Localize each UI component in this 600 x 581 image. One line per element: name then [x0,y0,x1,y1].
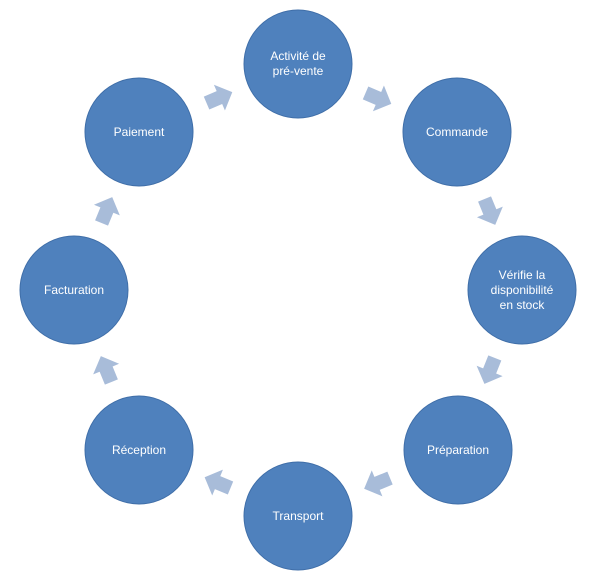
flow-arrow-reception-to-invoicing [93,356,120,385]
flow-arrow-group [476,196,503,225]
node-circle-preparation [403,395,513,505]
node-circle-transport [243,461,353,571]
flow-arrow-group [204,469,234,496]
flow-arrow-group [364,470,393,497]
flow-arrow-stock-check-to-preparation [476,355,503,384]
arrows-layer [93,84,503,497]
node-circle-order [402,77,512,187]
node-circle-reception [84,395,194,505]
flow-arrow-group [203,84,233,111]
node-circle-pre-sale [243,9,353,119]
flow-arrow-group [362,85,392,112]
flow-arrow-payment-to-pre-sale [203,84,233,111]
node-circle-payment [84,77,194,187]
node-circle-invoicing [19,235,129,345]
nodes-layer [19,9,577,571]
flow-arrow-preparation-to-transport [364,470,393,497]
flow-arrow-invoicing-to-payment [93,197,120,226]
flow-arrow-group [476,355,503,384]
flow-arrow-order-to-stock-check [476,196,503,225]
flow-arrow-transport-to-reception [204,469,234,496]
flow-arrow-group [93,197,120,226]
node-circle-stock-check [467,235,577,345]
flow-arrow-pre-sale-to-order [362,85,392,112]
flow-arrow-group [93,356,120,385]
